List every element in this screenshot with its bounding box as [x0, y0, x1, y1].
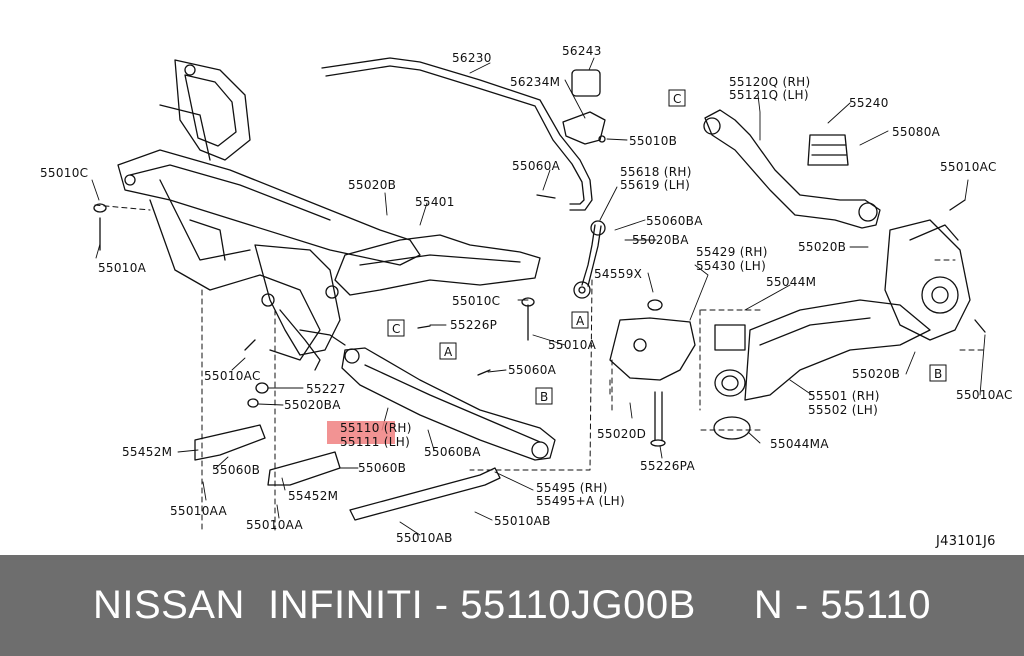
part-label: 55010B: [629, 134, 677, 148]
part-label: 55429 (RH): [696, 245, 768, 259]
fasteners-drawing: [93, 194, 986, 408]
parts-diagram: A A B B C C 56230 56243 56234M 55010B 55…: [40, 44, 1013, 549]
part-label: 55495 (RH): [536, 481, 608, 495]
knuckle-drawing: [713, 219, 971, 440]
part-label: 55452M: [288, 489, 338, 503]
callout-b-2: B: [934, 367, 943, 381]
lower-brackets-drawing: [194, 424, 501, 521]
part-label: 55010A: [548, 338, 597, 352]
part-label: 56234M: [510, 75, 560, 89]
part-label: 55060BA: [646, 214, 703, 228]
part-label: 55010AC: [940, 160, 997, 174]
part-label: 55010C: [40, 166, 88, 180]
part-label: 55501 (RH): [808, 389, 880, 403]
diagram-code: J43101J6: [935, 534, 996, 549]
part-label: 55010A: [98, 261, 147, 275]
part-label: 56230: [452, 51, 492, 65]
part-label: 55111 (LH): [340, 435, 410, 449]
part-label: 55495+A (LH): [536, 494, 625, 508]
part-label: 55010AC: [956, 388, 1013, 402]
callout-a-1: A: [444, 345, 453, 359]
part-label: 55121Q (LH): [729, 88, 809, 102]
part-label: 55502 (LH): [808, 403, 878, 417]
part-label: 55060B: [212, 463, 260, 477]
part-label: 55060A: [508, 363, 557, 377]
part-label: 55010AB: [396, 531, 453, 545]
part-label: 55080A: [892, 125, 941, 139]
part-label: 55010AA: [246, 518, 304, 532]
part-label: 55060BA: [424, 445, 481, 459]
part-label: 55060A: [512, 159, 561, 173]
part-label: 55020BA: [284, 398, 341, 412]
footer-bar: NISSAN INFINITI - 55110JG00B N - 55110: [0, 555, 1024, 656]
part-label: 55452M: [122, 445, 172, 459]
part-label: 55020B: [798, 240, 846, 254]
part-label: 55010C: [452, 294, 500, 308]
part-label highlighted: 55110 (RH): [340, 421, 412, 435]
part-label: 55020B: [852, 367, 900, 381]
part-label: 55060B: [358, 461, 406, 475]
part-label: 55010AB: [494, 514, 551, 528]
callout-a-2: A: [576, 314, 585, 328]
part-label: 55227: [306, 382, 346, 396]
callout-c-1: C: [392, 322, 401, 336]
part-label: 55020BA: [632, 233, 689, 247]
part-label: 55044MA: [770, 437, 829, 451]
part-label: 55240: [849, 96, 889, 110]
part-label: 55010AC: [204, 369, 261, 383]
part-label: 55020D: [597, 427, 646, 441]
part-label: 55401: [415, 195, 455, 209]
callout-c-2: C: [673, 92, 682, 106]
part-label: 55430 (LH): [696, 259, 766, 273]
part-label: 54559X: [594, 267, 642, 281]
part-label: 55010AA: [170, 504, 228, 518]
lower-arm-drawing: [341, 347, 556, 461]
callout-b-1: B: [540, 390, 549, 404]
footer-text: NISSAN INFINITI - 55110JG00B N - 55110: [92, 583, 932, 627]
stabilizer-bar-drawing: [321, 57, 606, 299]
upper-link-drawing: [703, 109, 881, 229]
highlight-box: [327, 421, 395, 444]
part-label: 55226PA: [640, 459, 695, 473]
part-label: 55226P: [450, 318, 497, 332]
bracket-drawing: [609, 299, 696, 447]
part-label: 55020B: [348, 178, 396, 192]
part-label: 55044M: [766, 275, 816, 289]
subframe-drawing: [117, 59, 541, 371]
part-label: 55618 (RH): [620, 165, 692, 179]
part-label: 55619 (LH): [620, 178, 690, 192]
part-label: 55120Q (RH): [729, 75, 810, 89]
part-label: 56243: [562, 44, 602, 58]
